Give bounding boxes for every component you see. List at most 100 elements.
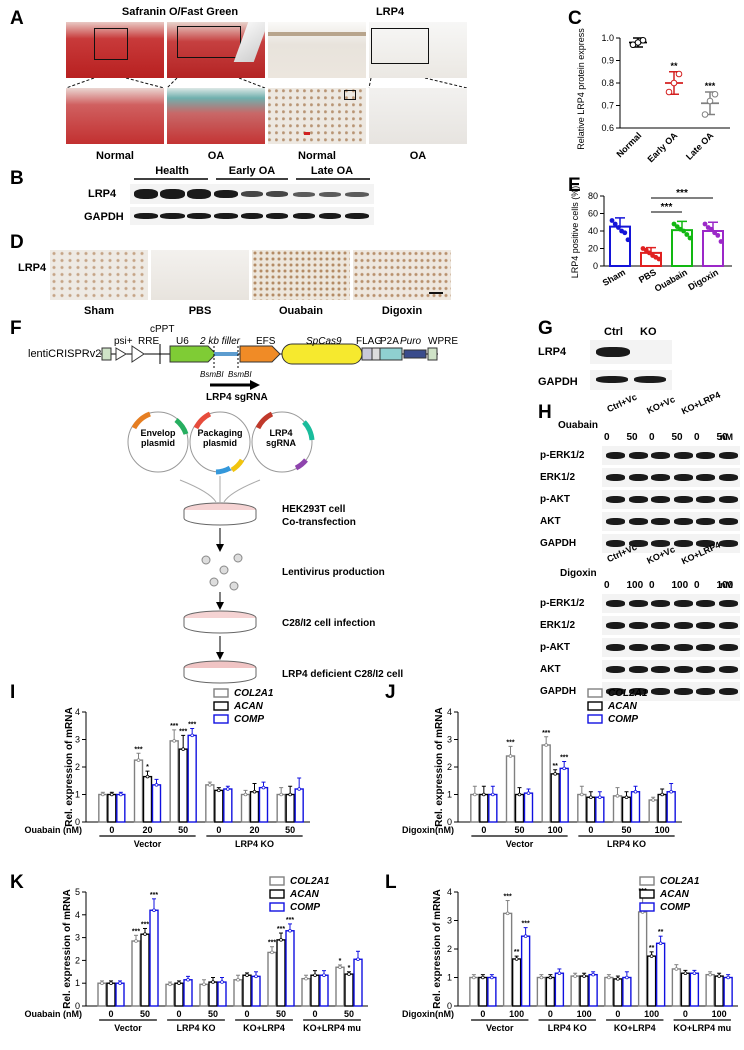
g-row-lrp4: LRP4 — [538, 346, 567, 358]
h-band — [673, 496, 693, 503]
j-bar — [621, 796, 632, 823]
zoom-lines — [66, 78, 468, 88]
l-y-tick-label: 0 — [447, 1001, 452, 1011]
j-point — [491, 792, 495, 797]
k-point — [304, 976, 308, 981]
l-bar — [680, 972, 691, 1007]
i-point — [190, 733, 194, 738]
i-dose-label: 50 — [285, 825, 295, 835]
g-col-ko: KO — [640, 326, 657, 338]
h-band — [673, 474, 693, 481]
c-sig: *** — [705, 81, 716, 91]
h-band — [696, 518, 715, 525]
k-point — [254, 974, 258, 979]
k-y-tick-label: 3 — [75, 933, 80, 943]
e-sig-label: *** — [661, 202, 673, 213]
l-y-tick-label: 2 — [447, 944, 452, 954]
k-bar — [353, 958, 363, 1007]
i-legend-label: COMP — [234, 714, 264, 725]
l-dose-label: 100 — [712, 1009, 727, 1019]
h-row-label: p-AKT — [540, 642, 570, 653]
e-point — [643, 247, 649, 253]
e-point — [674, 224, 680, 230]
h-band — [628, 644, 648, 651]
f-el-filler: 2 kb filler — [200, 336, 241, 347]
lrp4-oa-low — [369, 22, 467, 78]
d-label-sham: Sham — [84, 305, 114, 317]
l-point — [726, 975, 730, 980]
e-point — [681, 228, 686, 234]
j-bar — [550, 773, 560, 823]
e-point — [702, 221, 708, 227]
f-workflow — [127, 411, 315, 684]
i-point — [110, 792, 114, 797]
i-dose-label: 20 — [249, 825, 259, 835]
k-point — [143, 932, 147, 936]
j-point — [526, 791, 531, 795]
i-bar — [169, 740, 179, 823]
l-bar — [714, 975, 724, 1007]
f-el-rre: RRE — [138, 336, 160, 347]
k-bar — [251, 975, 261, 1007]
k-bar — [199, 983, 209, 1007]
b-blot-lrp4 — [130, 184, 374, 204]
k-bar — [233, 979, 243, 1007]
panel-label-k: K — [10, 872, 24, 893]
k-legend-swatch — [269, 902, 285, 912]
e-bar — [671, 229, 693, 267]
f-plasmid-packaging: Packaging plasmid — [197, 428, 243, 448]
j-bar — [586, 796, 596, 823]
f-step-hek: HEK293T cell — [282, 504, 346, 515]
l-sig: *** — [522, 921, 530, 928]
f-el-flag: FLAG — [356, 336, 383, 347]
h-bot-drug: Digoxin — [560, 568, 597, 579]
l-bar — [637, 911, 648, 1007]
k-bar — [285, 930, 295, 1007]
lrp4-normal-high — [268, 88, 366, 144]
h-band — [628, 600, 648, 607]
h-band — [628, 666, 648, 673]
h-band — [651, 622, 670, 629]
h-row-label: p-ERK1/2 — [540, 450, 585, 461]
k-group-label: KO+LRP4 — [243, 1023, 285, 1033]
i-legend-swatch — [213, 688, 229, 698]
l-bar — [502, 912, 513, 1007]
k-point — [270, 950, 274, 955]
panel-label-l: L — [385, 872, 397, 893]
e-point — [647, 250, 652, 256]
j-group-label: LRP4 KO — [607, 839, 646, 849]
c-y-tick-label: 1.0 — [601, 33, 614, 43]
h-band — [696, 622, 715, 629]
k-bar — [115, 982, 125, 1007]
e-point — [671, 221, 677, 227]
l-bar — [622, 976, 632, 1007]
j-legend-label: ACAN — [607, 701, 638, 712]
i-bar — [133, 759, 144, 823]
l-bar — [469, 976, 479, 1007]
e-point — [718, 239, 724, 244]
i-bar — [107, 793, 117, 823]
f-sgrna-arrow — [210, 380, 260, 390]
g-col-ctrl: Ctrl — [604, 326, 623, 338]
j-bar — [630, 791, 641, 823]
l-point — [674, 967, 679, 971]
l-bar — [613, 978, 623, 1007]
c-point — [675, 70, 683, 78]
j-point — [482, 792, 486, 797]
j-dose-label: 100 — [548, 825, 563, 835]
k-y-tick-label: 1 — [75, 978, 80, 988]
h-blot-row — [602, 638, 740, 657]
h-band — [696, 452, 715, 459]
d-label-pbs: PBS — [188, 305, 212, 317]
l-sig: ** — [658, 929, 664, 936]
k-bar — [131, 940, 141, 1007]
label-a-normal-1: Normal — [96, 150, 134, 162]
d-img-sham — [50, 250, 148, 300]
k-bar — [310, 974, 320, 1007]
h-row-label: ERK1/2 — [540, 472, 576, 483]
k-dose-label: 50 — [344, 1009, 354, 1019]
f-el-u6: U6 — [176, 336, 189, 347]
